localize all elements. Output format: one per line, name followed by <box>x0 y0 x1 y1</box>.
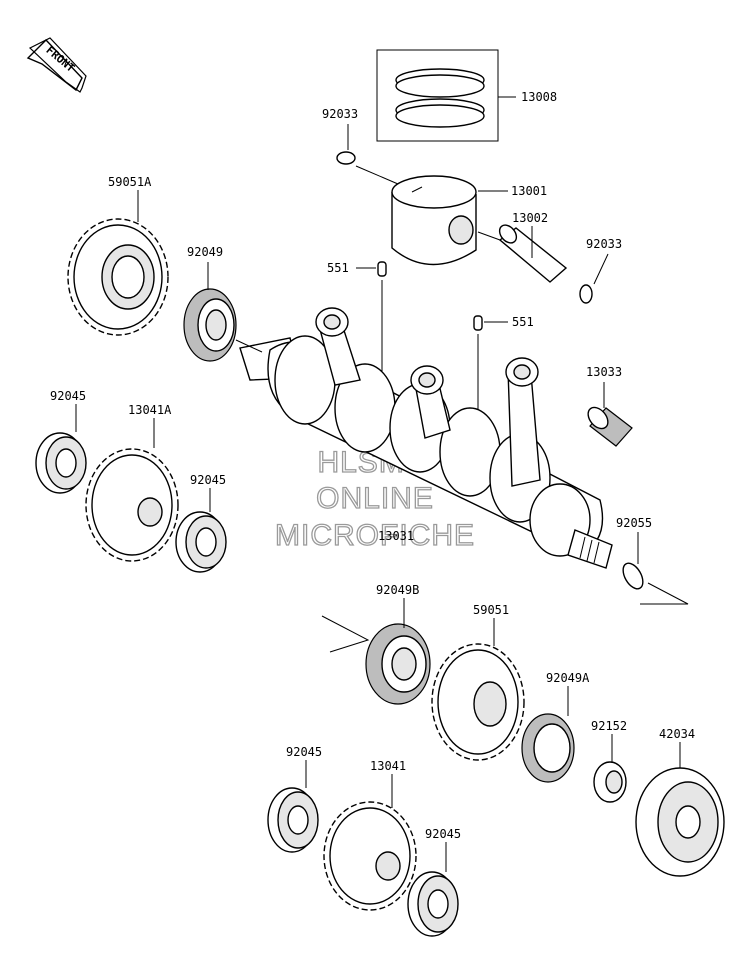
label-551-b: 551 <box>512 315 534 329</box>
label-551-a: 551 <box>327 261 349 275</box>
label-42034: 42034 <box>659 727 695 741</box>
dowel-pin-upper <box>377 261 387 277</box>
leader-lines <box>75 96 681 872</box>
label-59051A: 59051A <box>108 175 152 189</box>
label-13001: 13001 <box>511 184 547 198</box>
label-13041: 13041 <box>370 759 406 773</box>
watermark: HLSM'S ONLINE MICROFICHE <box>274 445 475 552</box>
circlip-left <box>336 151 356 165</box>
label-92049: 92049 <box>187 245 223 259</box>
oil-seal-92049B <box>365 623 431 705</box>
coupling-42034 <box>635 767 725 877</box>
gear-59051A <box>67 218 169 336</box>
oil-seal-92049 <box>183 288 237 362</box>
gear-13041 <box>323 801 417 911</box>
label-92045-c: 92045 <box>286 745 322 759</box>
label-92033-b: 92033 <box>586 237 622 251</box>
label-92045-b: 92045 <box>190 473 226 487</box>
gear-13041A <box>85 448 179 562</box>
bearing-92045-a <box>35 432 87 494</box>
bearing-92045-d <box>407 871 459 937</box>
label-92055: 92055 <box>616 516 652 530</box>
label-92152: 92152 <box>591 719 627 733</box>
part-labels: 13008 92033 13001 13002 92033 59051A 920… <box>50 90 695 841</box>
piston-rings <box>376 49 499 142</box>
label-13008: 13008 <box>521 90 557 104</box>
o-ring-92055 <box>622 562 644 590</box>
label-92049B: 92049B <box>376 583 419 597</box>
label-13031: 13031 <box>378 529 414 543</box>
watermark-line-2: ONLINE <box>316 482 434 515</box>
label-92049A: 92049A <box>546 671 590 685</box>
oil-seal-92049A <box>521 713 575 783</box>
piston-pin <box>498 224 568 283</box>
label-13033: 13033 <box>586 365 622 379</box>
crankshaft <box>239 307 613 569</box>
piston <box>391 175 477 266</box>
label-59051: 59051 <box>473 603 509 617</box>
label-92045-a: 92045 <box>50 389 86 403</box>
circlip-right <box>579 284 593 304</box>
needle-bearing <box>587 406 633 447</box>
label-13002: 13002 <box>512 211 548 225</box>
bearing-92045-c <box>267 787 319 853</box>
label-13041A: 13041A <box>128 403 172 417</box>
bushing-92152 <box>593 761 627 803</box>
bearing-92045-b <box>175 511 227 573</box>
watermark-line-3: MICROFICHE <box>275 519 475 552</box>
dowel-pin-lower <box>473 315 483 331</box>
label-92033-a: 92033 <box>322 107 358 121</box>
label-92045-d: 92045 <box>425 827 461 841</box>
gear-59051 <box>431 643 525 761</box>
front-arrow: FRONT <box>26 37 87 93</box>
